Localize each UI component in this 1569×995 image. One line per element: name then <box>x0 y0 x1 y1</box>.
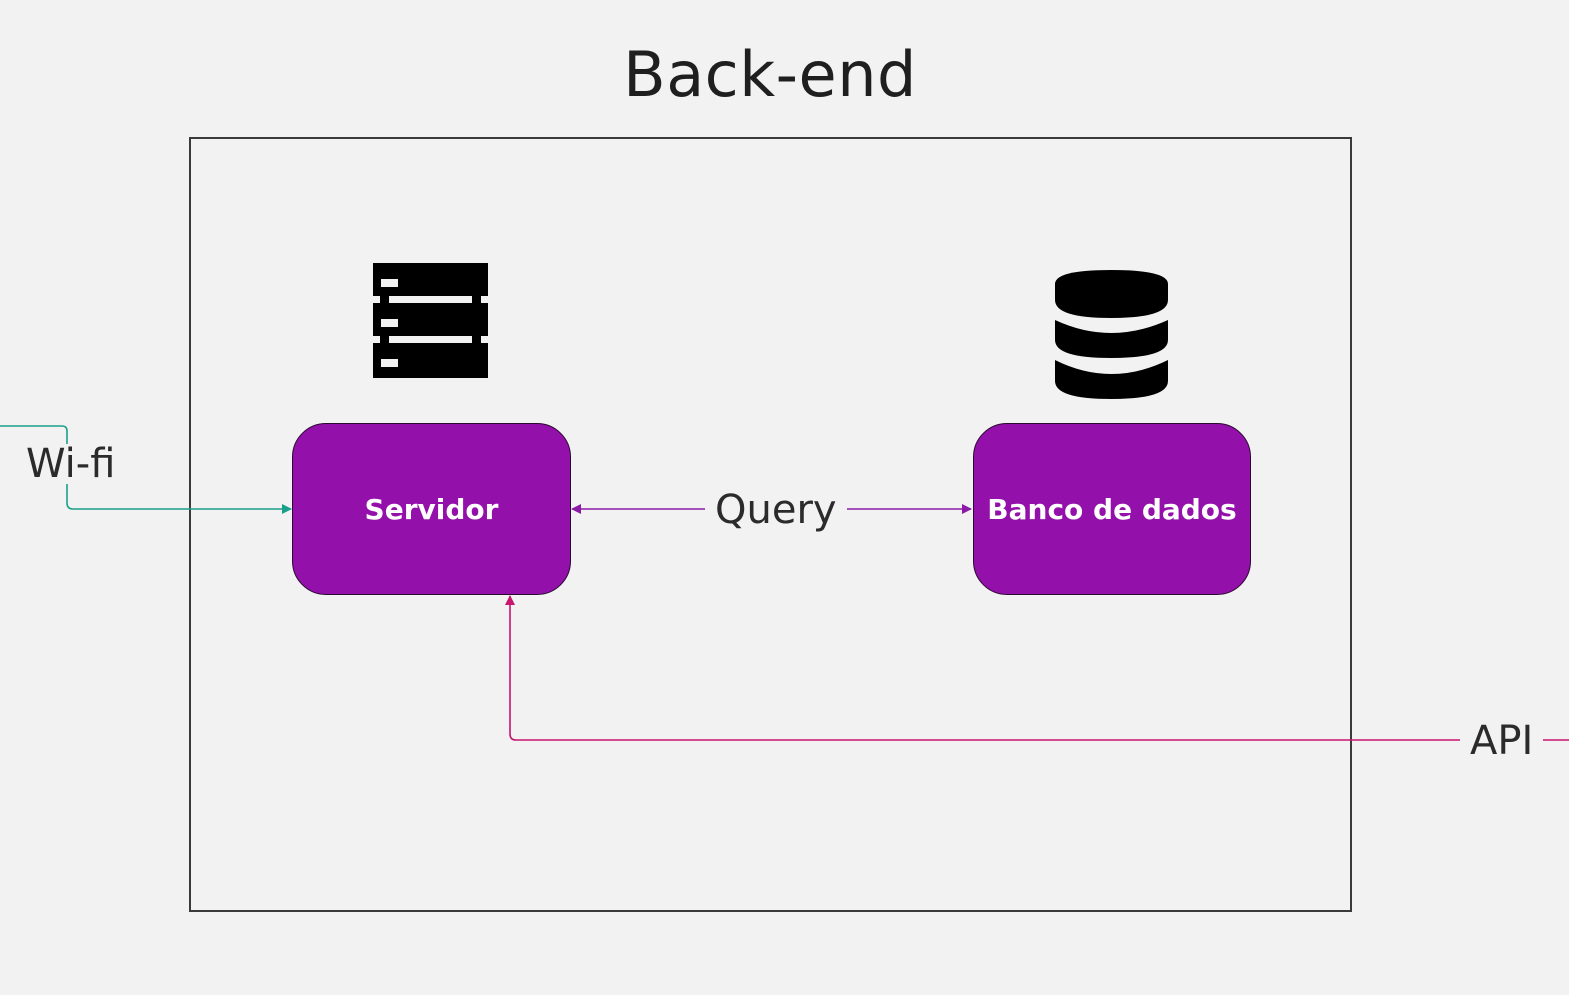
api-connector <box>505 595 1569 741</box>
backend-boundary <box>189 137 1352 912</box>
api-label: API <box>1460 721 1544 761</box>
query-label: Query <box>705 490 847 530</box>
server-node[interactable]: Servidor <box>292 423 571 595</box>
diagram-title: Back-end <box>623 38 917 111</box>
database-node[interactable]: Banco de dados <box>973 423 1251 595</box>
database-node-label: Banco de dados <box>987 492 1237 526</box>
server-icon <box>373 263 488 378</box>
database-icon <box>1055 270 1168 399</box>
server-node-label: Servidor <box>364 492 499 526</box>
wifi-label: Wi-fi <box>16 444 126 484</box>
